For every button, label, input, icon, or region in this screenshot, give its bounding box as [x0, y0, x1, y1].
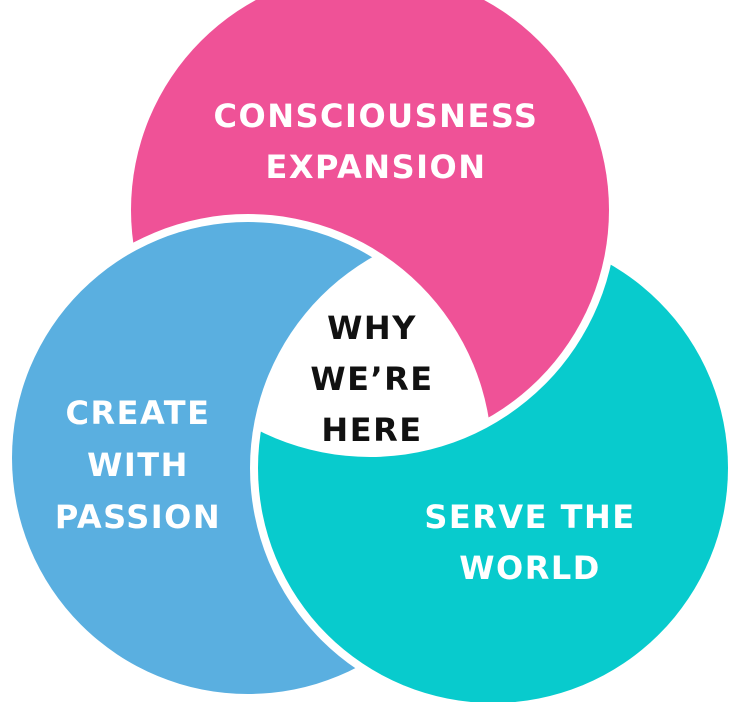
circle-group: [12, 0, 728, 702]
label-line: PASSION: [55, 498, 221, 536]
label-line: WITH: [87, 446, 189, 484]
label-line: SERVE THE: [424, 498, 635, 536]
label-line: EXPANSION: [265, 148, 486, 186]
center-label-why-were-here: WHY WE’RE HERE: [310, 309, 433, 449]
label-line: CONSCIOUSNESS: [214, 97, 539, 135]
label-line: WORLD: [459, 549, 601, 587]
label-create-with-passion: CREATE WITH PASSION: [55, 394, 221, 536]
label-consciousness-expansion: CONSCIOUSNESS EXPANSION: [214, 97, 539, 186]
label-line: CREATE: [66, 394, 211, 432]
circle-create-with-passion: [12, 222, 484, 694]
center-label-line: WHY: [327, 309, 417, 347]
center-label-line: HERE: [321, 411, 422, 449]
label-serve-the-world: SERVE THE WORLD: [424, 498, 635, 587]
center-label-line: WE’RE: [310, 360, 433, 398]
